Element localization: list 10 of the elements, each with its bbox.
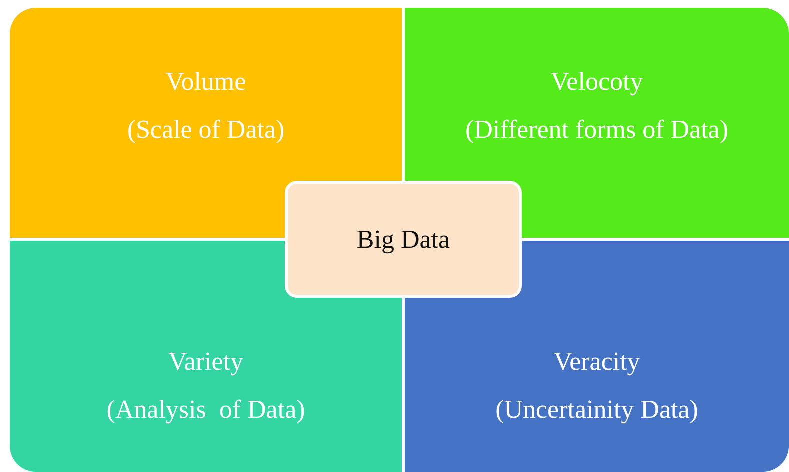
category-description: (Different forms of Data) bbox=[465, 114, 729, 146]
category-title: Velocoty bbox=[550, 66, 644, 98]
category-title: Veracity bbox=[554, 346, 640, 378]
category-title: Variety bbox=[168, 346, 244, 378]
category-description: (Analysis of Data) bbox=[106, 394, 306, 426]
category-description: (Scale of Data) bbox=[127, 114, 285, 146]
center-label: Big Data bbox=[356, 224, 450, 256]
category-title: Volume bbox=[166, 66, 246, 98]
category-description: (Uncertainity Data) bbox=[496, 394, 698, 426]
center-box bbox=[285, 181, 522, 298]
